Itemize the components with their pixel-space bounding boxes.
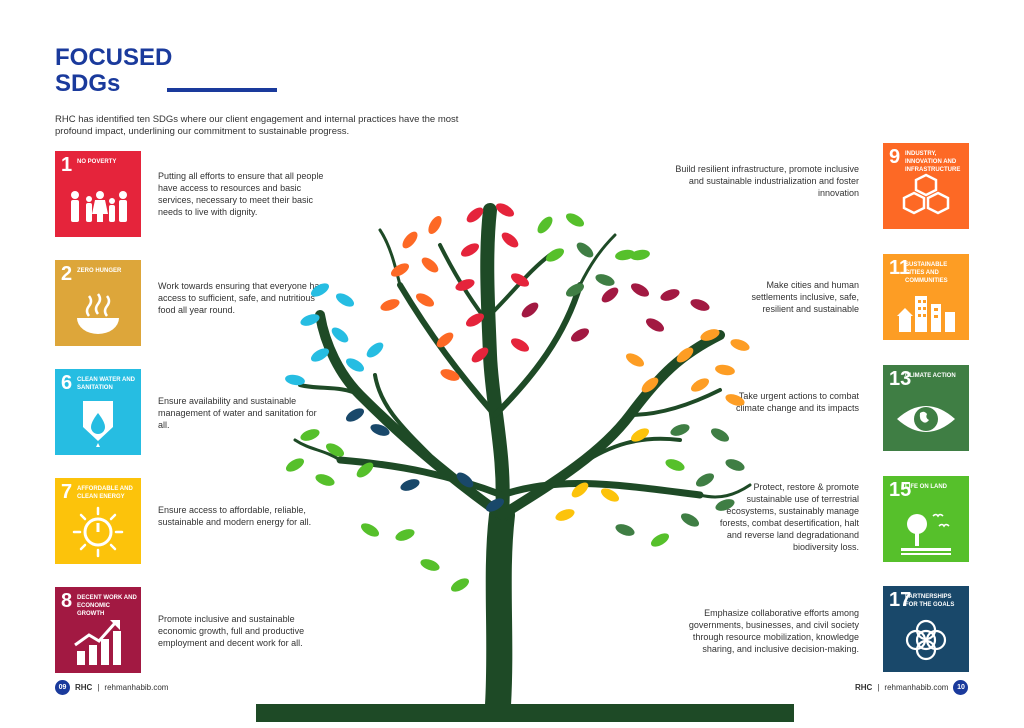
earth-eye-icon [897,406,955,432]
sdg-label: DECENT WORK AND ECONOMIC GROWTH [77,595,137,617]
sdg-label: CLEAN WATER AND SANITATION [77,377,135,391]
sdg-tile-2: 2 ZERO HUNGER [55,260,141,346]
sdg-label: AFFORDABLE AND CLEAN ENERGY [77,486,133,500]
sdg-label: PARTNERSHIPS FOR THE GOALS [905,594,955,608]
sdg-tile-11: 11 SUSTAINABLE CITIES AND COMMUNITIES [883,254,969,340]
tree-trunk-branches [293,203,752,710]
sdg-description: Ensure availability and sustainable mana… [158,396,317,430]
sdg-number: 15 [889,479,912,501]
sdg-number: 2 [61,263,73,285]
sdg-label: SUSTAINABLE CITIES AND COMMUNITIES [905,262,948,284]
sdg-tile-1: 1 NO POVERTY [55,151,141,237]
sdg-description: Emphasize collaborative efforts among go… [688,608,859,654]
sdg-number: 1 [61,154,73,176]
title-line-1: FOCUSED [55,44,173,71]
footer-separator: | [877,683,880,692]
sdg-number: 8 [61,590,73,612]
sdg-description: Putting all efforts to ensure that all p… [158,171,324,217]
family-icon [71,191,127,222]
water-drop-icon [83,401,113,447]
sdg-number: 9 [889,146,901,168]
footer-site: rehmanhabib.com [884,683,949,692]
sdg-tile-6: 6 CLEAN WATER AND SANITATION [55,369,141,455]
sdg-label: LIFE ON LAND [905,484,947,490]
page-number-right: 10 [953,680,969,695]
footer-separator: | [97,683,100,692]
ground-bar [256,704,794,722]
tree-leaves [285,203,750,592]
sdg-number: 6 [61,372,73,394]
rings-icon [905,619,947,661]
footer-brand: RHC [75,683,93,692]
sdg-description: Build resilient infrastructure, promote … [675,164,859,198]
sdg-number: 17 [889,589,912,611]
sdg-number: 13 [889,368,912,390]
sdg-label: INDUSTRY, INNOVATION AND INFRASTRUCTURE [905,151,961,173]
sdg-description: Make cities and human settlements inclus… [751,280,859,314]
intro-text: RHC has identified ten SDGs where our cl… [55,114,459,137]
tree-illustration [285,203,752,710]
sdg-label: NO POVERTY [77,159,117,165]
footer-site: rehmanhabib.com [104,683,169,692]
sdg-description: Work towards ensuring that everyone has … [158,281,324,315]
sdg-tile-17: 17 PARTNERSHIPS FOR THE GOALS [883,586,969,672]
bowl-icon [77,293,119,334]
sdg-label: CLIMATE ACTION [905,373,956,379]
sdg-description: Take urgent actions to combat climate ch… [735,391,859,413]
sdg-number: 7 [61,481,73,503]
page-title: FOCUSED SDGs [55,45,172,97]
title-underline [167,88,277,92]
sdg-tile-9: 9 INDUSTRY, INNOVATION AND INFRASTRUCTUR… [883,143,969,229]
sun-power-icon [72,506,124,558]
title-line-2: SDGs [55,70,121,97]
sdg-label: ZERO HUNGER [77,268,122,274]
sdg-tile-7: 7 AFFORDABLE AND CLEAN ENERGY [55,478,141,564]
sdg-number: 11 [889,257,911,279]
sdg-description: Protect, restore & promote sustainable u… [719,482,859,552]
footer-right: RHC | rehmanhabib.com 10 [855,680,969,695]
sdg-tile-13: 13 CLIMATE ACTION [883,365,969,451]
sdg-tile-15: 15 LIFE ON LAND [883,476,969,562]
city-icon [897,296,955,332]
growth-chart-icon [74,620,121,665]
cubes-icon [902,173,950,215]
page-number-left: 09 [55,680,70,695]
tree-birds-icon [901,513,951,555]
footer-left: 09 RHC | rehmanhabib.com [55,680,168,695]
sdg-description: Ensure access to affordable, reliable, s… [158,505,312,527]
sdg-tile-8: 8 DECENT WORK AND ECONOMIC GROWTH [55,587,141,673]
footer-brand: RHC [855,683,873,692]
sdg-description: Promote inclusive and sustainable econom… [158,614,305,648]
